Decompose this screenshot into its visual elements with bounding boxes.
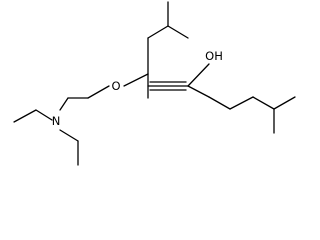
bond-isobutyl-left-methyl-a [147,25,169,39]
atom-hydroxyl: OH [205,49,223,63]
bond-o-ch2 [87,85,110,99]
bond-quat-right-methyl [187,85,210,98]
atom-nitrogen: N [52,114,61,128]
bond-n-ethyl-left-1 [35,109,53,121]
bond-quat-left-to-o [123,73,149,87]
bond-ch2-n [59,97,69,111]
bond-isobutyl-left-methyl-b [167,25,189,39]
bond-quat-right-ch2 [208,96,231,110]
bond-quat-right-to-oh [187,63,210,87]
molecule-diagram: O N OH [13,1,296,166]
bond-isobutyl-right-4 [273,96,296,110]
bond-isobutyl-right-1 [229,96,254,110]
bond-isobutyl-right-2 [252,96,275,110]
bond-n-ethyl-right-1 [59,129,79,142]
bond-n-ethyl-left-2 [13,109,37,123]
atom-oxygen-ether: O [111,79,120,93]
